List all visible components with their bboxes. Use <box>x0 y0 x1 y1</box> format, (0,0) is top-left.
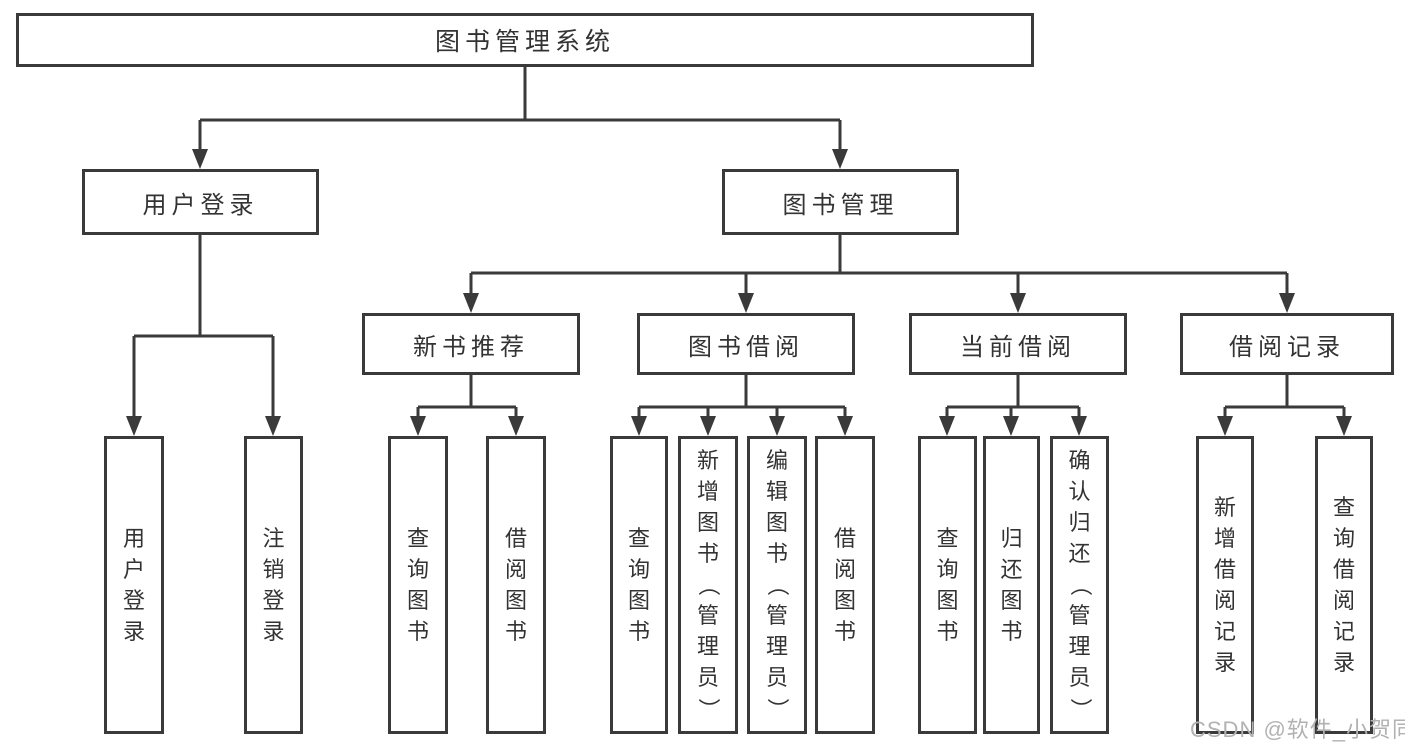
node-c3-char: 编 <box>766 448 789 473</box>
node-d3-char: 员 <box>1068 665 1091 690</box>
node-borrow: 图书借阅 <box>637 313 855 375</box>
node-d2-char: 还 <box>1000 556 1023 582</box>
node-b1-char: 询 <box>407 556 430 582</box>
node-c2-char: 员 <box>697 665 720 690</box>
node-d3-char: 确 <box>1068 448 1091 473</box>
node-e2: 查询借阅记录 <box>1315 436 1373 734</box>
node-c1: 查询图书 <box>610 436 668 734</box>
node-b2: 借阅图书 <box>486 436 546 734</box>
node-b2-char: 借 <box>505 525 528 551</box>
node-c2-char: 管 <box>697 603 720 628</box>
node-c4-char: 阅 <box>834 556 857 582</box>
node-d1-char: 书 <box>936 618 959 644</box>
node-c2-char: （ <box>696 574 721 597</box>
node-b2-char: 图 <box>505 587 528 613</box>
node-e2-char: 查 <box>1333 494 1356 520</box>
node-e1-char: 借 <box>1214 556 1237 582</box>
node-d2-char: 书 <box>1000 618 1023 644</box>
node-d3-char: ） <box>1067 698 1093 721</box>
node-e2-char: 借 <box>1333 556 1356 582</box>
node-e1-char: 录 <box>1214 649 1237 675</box>
node-c2-char: ） <box>696 698 721 721</box>
node-c3-char: 管 <box>766 603 789 628</box>
node-d1-char: 询 <box>936 556 959 582</box>
node-c1-char: 书 <box>628 618 651 644</box>
node-e2-char: 记 <box>1333 618 1356 644</box>
node-d2: 归还图书 <box>983 436 1040 734</box>
node-b1: 查询图书 <box>388 436 448 734</box>
node-d3-char: 理 <box>1068 634 1091 659</box>
node-d1-char: 图 <box>936 587 959 613</box>
node-a1-char: 户 <box>123 556 146 582</box>
node-d3-char: 管 <box>1068 603 1091 628</box>
node-c3-char: 图 <box>766 510 789 535</box>
node-e1: 新增借阅记录 <box>1196 436 1254 734</box>
node-root: 图书管理系统 <box>16 13 1034 67</box>
node-c1-char: 查 <box>628 525 651 551</box>
node-a2-char: 销 <box>262 556 285 582</box>
node-c1-char: 询 <box>628 556 651 582</box>
node-c3-char: 员 <box>766 665 789 690</box>
node-a2: 注销登录 <box>244 436 303 734</box>
node-c2: 新增图书 （ 管理员 ） <box>678 436 738 734</box>
node-a1-char: 登 <box>123 587 146 613</box>
node-record: 借阅记录 <box>1180 313 1394 375</box>
node-d3-char: 认 <box>1068 479 1091 504</box>
node-c3-char: ） <box>765 698 790 721</box>
node-a2-char: 录 <box>262 618 285 644</box>
node-d3-char: （ <box>1067 574 1093 597</box>
node-e2-char: 录 <box>1333 649 1356 675</box>
node-b1-char: 书 <box>407 618 430 644</box>
node-c4-char: 图 <box>834 587 857 613</box>
node-rec: 新书推荐 <box>362 313 580 375</box>
node-c3-char: 书 <box>766 541 789 566</box>
node-e1-char: 记 <box>1214 618 1237 644</box>
node-c3: 编辑图书 （ 管理员 ） <box>747 436 807 734</box>
node-a1: 用户登录 <box>104 436 164 734</box>
node-d2-char: 归 <box>1000 525 1023 551</box>
node-c2-char: 书 <box>697 541 720 566</box>
node-b2-char: 书 <box>505 618 528 644</box>
node-c4: 借阅图书 <box>815 436 875 734</box>
node-c2-char: 新 <box>697 448 720 473</box>
node-e2-char: 阅 <box>1333 587 1356 613</box>
node-c4-char: 借 <box>834 525 857 551</box>
node-e1-char: 新 <box>1214 494 1237 520</box>
node-e1-char: 增 <box>1214 525 1237 551</box>
node-a2-char: 登 <box>262 587 285 613</box>
node-c3-char: 理 <box>766 634 789 659</box>
node-c1-char: 图 <box>628 587 651 613</box>
node-d3: 确认归还 （ 管理员 ） <box>1050 436 1109 734</box>
node-a1-char: 用 <box>123 525 146 551</box>
node-mgmt: 图书管理 <box>722 169 959 235</box>
node-d1-char: 查 <box>936 525 959 551</box>
edge-lines <box>132 67 1346 420</box>
node-d3-char: 还 <box>1068 541 1091 566</box>
node-current: 当前借阅 <box>909 313 1127 375</box>
node-b2-char: 阅 <box>505 556 528 582</box>
node-d2-char: 图 <box>1000 587 1023 613</box>
node-b1-char: 图 <box>407 587 430 613</box>
node-c2-char: 图 <box>697 510 720 535</box>
node-c2-char: 增 <box>697 479 720 504</box>
node-a1-char: 录 <box>123 618 146 644</box>
watermark: CSDN @软件_小贺同学 <box>1190 717 1405 742</box>
node-c3-char: 辑 <box>766 479 789 504</box>
node-d3-char: 归 <box>1068 510 1091 535</box>
node-d1: 查询图书 <box>918 436 977 734</box>
node-e2-char: 询 <box>1333 525 1356 551</box>
node-e1-char: 阅 <box>1214 587 1237 613</box>
node-b1-char: 查 <box>407 525 430 551</box>
node-c2-char: 理 <box>697 634 720 659</box>
node-a2-char: 注 <box>262 525 285 551</box>
node-c3-char: （ <box>765 574 790 597</box>
node-login: 用户登录 <box>82 169 319 235</box>
node-c4-char: 书 <box>834 618 857 644</box>
